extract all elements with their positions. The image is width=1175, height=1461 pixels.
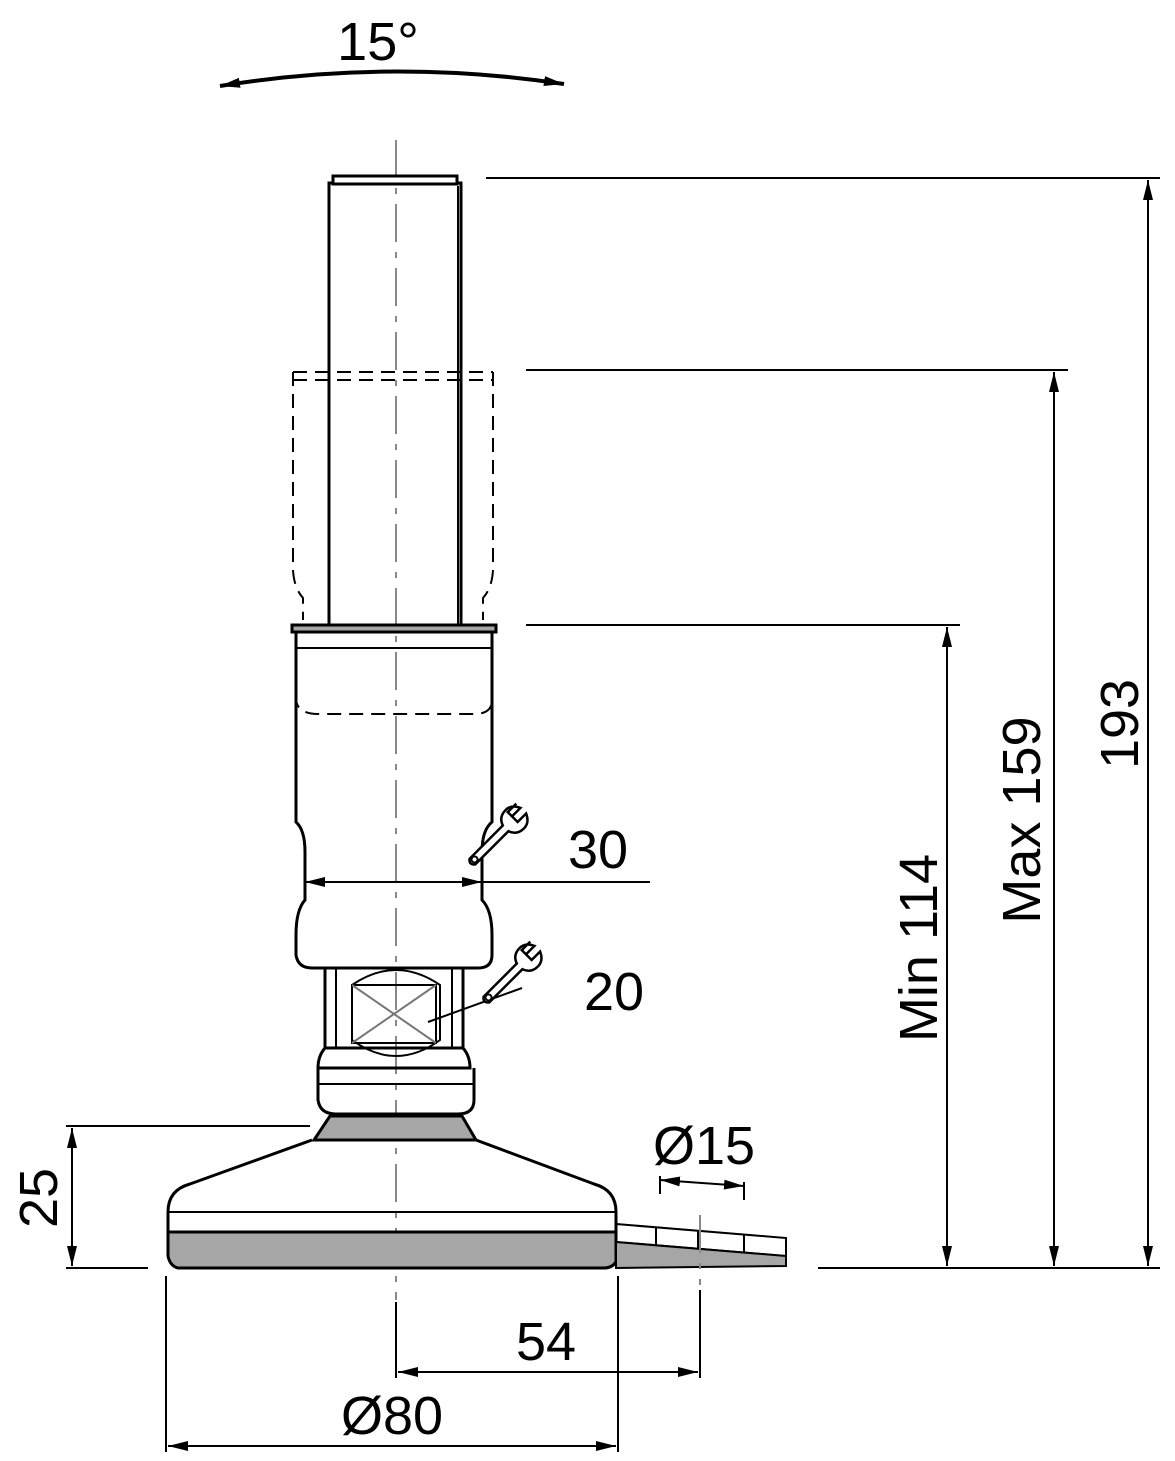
wrench-lower-leader [427,987,523,1023]
extended-body-outline [292,371,494,715]
adjustment-sleeve [290,623,498,970]
hex-nut [316,966,472,1070]
base-plate [166,1138,618,1270]
hole-offset-label: 54 [516,1312,576,1372]
wrench-icon [482,940,543,1004]
mounting-tab [615,1215,787,1285]
wrench-icon [468,802,529,866]
hole-diameter-dim-line [659,1176,745,1190]
hole-diameter-label: Ø15 [653,1116,755,1176]
base-height-label: 25 [9,1168,69,1228]
min-height-label: Min 114 [889,854,949,1042]
tilt-arc [219,69,565,88]
tilt-angle-label: 15° [337,12,419,72]
max-height-label: Max 159 [992,716,1052,923]
wrench-lower-label: 20 [584,962,644,1022]
total-height-label: 193 [1090,679,1150,769]
wrench-upper-label: 30 [568,820,628,880]
base-diameter-label: Ø80 [341,1386,443,1446]
